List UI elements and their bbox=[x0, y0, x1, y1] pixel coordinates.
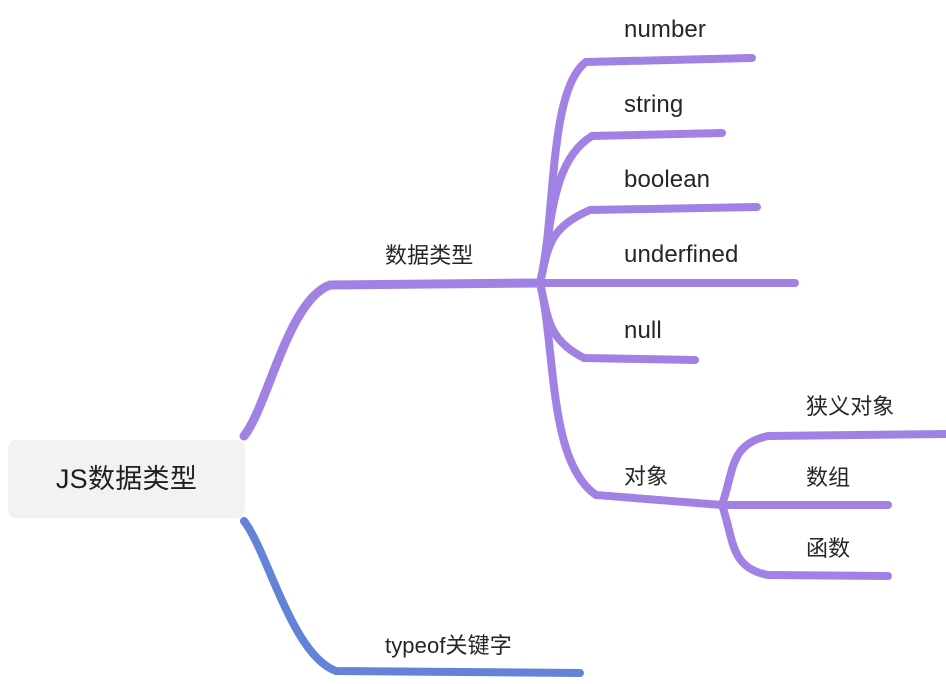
node-label-number[interactable]: number bbox=[624, 16, 706, 43]
root-node-label: JS数据类型 bbox=[55, 463, 198, 494]
node-label-underfined[interactable]: underfined bbox=[624, 241, 739, 268]
connector-object-to-narrow-object bbox=[718, 430, 946, 509]
node-label-data-types[interactable]: 数据类型 bbox=[385, 243, 474, 268]
node-label-narrow-object[interactable]: 狭义对象 bbox=[806, 394, 895, 419]
connector-root-to-datatypes bbox=[239, 278, 545, 441]
connector-datatypes-to-boolean bbox=[536, 203, 761, 287]
node-label-function[interactable]: 函数 bbox=[806, 536, 851, 561]
connector-datatypes-to-object bbox=[536, 279, 726, 509]
node-label-array[interactable]: 数组 bbox=[806, 465, 851, 490]
node-label-object[interactable]: 对象 bbox=[624, 464, 669, 489]
connector-root-to-typeof bbox=[240, 517, 584, 677]
node-label-null[interactable]: null bbox=[624, 317, 662, 344]
connector-object-to-function bbox=[718, 501, 892, 580]
connector-datatypes-to-null bbox=[536, 279, 699, 364]
node-label-typeof-keyword[interactable]: typeof关键字 bbox=[385, 633, 512, 658]
root-node[interactable]: JS数据类型 bbox=[8, 440, 245, 518]
node-label-string[interactable]: string bbox=[624, 91, 684, 118]
node-label-boolean[interactable]: boolean bbox=[624, 166, 711, 193]
